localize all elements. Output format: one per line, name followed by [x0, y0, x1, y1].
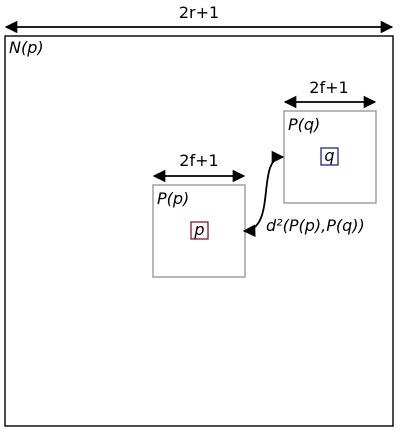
distance-label: d²(P(p),P(q)) [266, 216, 365, 235]
patch-p-center-box [190, 221, 209, 240]
patch-p-center-label: p [193, 220, 204, 239]
distance-curve-arrow [242, 150, 285, 237]
patch-p-label: P(p) [157, 189, 189, 208]
outer-window-label: N(p) [9, 38, 44, 57]
patch-q-width-label: 2f+1 [309, 78, 348, 97]
patch-q-label: P(q) [288, 115, 320, 134]
outer-width-label: 2r+1 [179, 3, 219, 22]
patch-p-width-label: 2f+1 [179, 151, 218, 170]
patch-q-center-label: q [324, 146, 334, 165]
outer-window-box [4, 35, 394, 427]
patch-q-center-box [320, 147, 339, 166]
